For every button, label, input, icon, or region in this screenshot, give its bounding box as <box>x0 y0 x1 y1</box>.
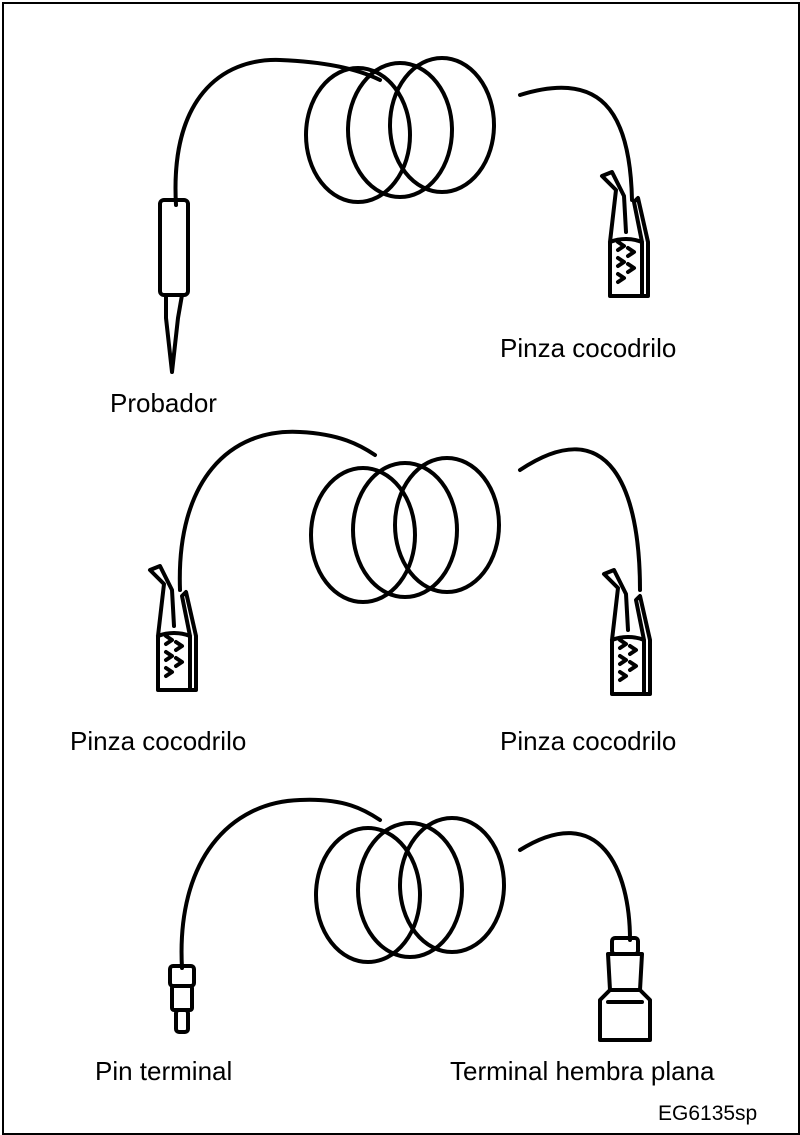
pin-terminal-icon <box>168 964 196 1034</box>
lead-3-cable <box>179 797 632 970</box>
female-flat-terminal-icon <box>598 936 652 1042</box>
lead-1-right-label: Pinza cocodrilo <box>500 333 677 363</box>
lead-2-cable <box>177 429 642 604</box>
figure-code: EG6135sp <box>658 1102 758 1125</box>
lead-2-right-label: Pinza cocodrilo <box>500 726 677 756</box>
lead-3-left-label: Pin terminal <box>95 1056 233 1086</box>
lead-2-left-label: Pinza cocodrilo <box>70 726 247 756</box>
lead-1-cable <box>173 56 634 207</box>
alligator-clip-icon <box>148 564 198 692</box>
lead-3-right-label: Terminal hembra plana <box>450 1056 715 1086</box>
alligator-clip-icon <box>600 170 650 298</box>
probe-icon <box>158 198 190 374</box>
lead-1-left-label: Probador <box>110 388 217 418</box>
alligator-clip-icon <box>602 568 652 696</box>
